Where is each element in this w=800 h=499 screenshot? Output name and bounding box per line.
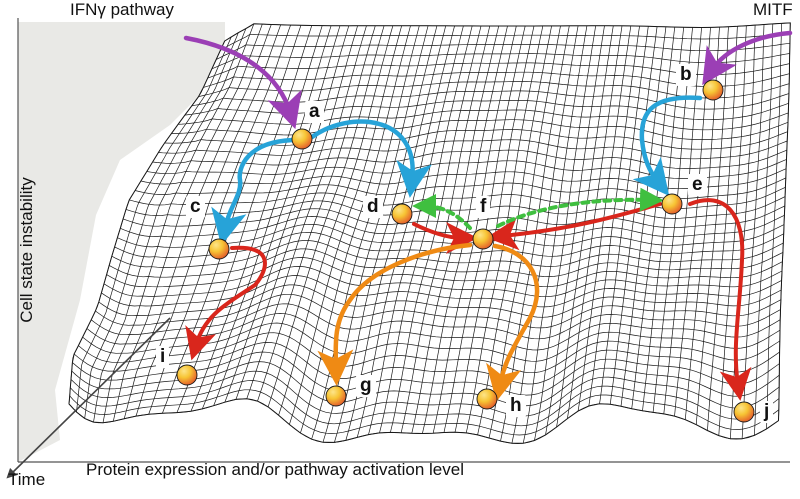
mesh-line xyxy=(718,25,747,436)
node-label-h: h xyxy=(506,395,526,417)
mesh-line xyxy=(674,27,711,417)
mesh-line xyxy=(567,25,623,419)
time-axis-label: Time xyxy=(8,470,46,489)
mesh-line xyxy=(695,26,729,425)
arrow-f-to-h xyxy=(486,243,540,402)
cell-state-ball-i xyxy=(176,364,198,386)
arrow-b-to-e xyxy=(632,95,703,197)
node-label-a: a xyxy=(305,101,324,123)
arrow-c-to-i xyxy=(185,245,267,361)
mesh-line xyxy=(534,25,597,441)
mesh-line xyxy=(766,23,782,429)
arrow-f-e-exchange xyxy=(496,187,664,228)
y-axis-label: Cell state instability xyxy=(17,177,36,323)
node-label-b: b xyxy=(676,64,696,86)
mesh-line xyxy=(556,25,614,428)
mesh-line xyxy=(123,24,272,419)
mesh-line xyxy=(609,26,658,405)
mesh-line xyxy=(278,25,394,416)
mesh-line xyxy=(84,32,239,419)
mesh-line xyxy=(663,27,702,414)
node-label-j: j xyxy=(760,401,774,423)
cell-state-ball-a xyxy=(291,128,313,150)
background-panel xyxy=(18,22,225,462)
ifn-pathway-label: IFNγ pathway xyxy=(70,0,174,19)
mesh-line xyxy=(102,23,255,423)
cell-state-ball-j xyxy=(733,401,755,423)
mesh-line xyxy=(741,24,765,439)
node-label-d: d xyxy=(363,196,383,218)
mesh-line xyxy=(201,25,332,410)
arrow-a-to-c xyxy=(211,137,301,246)
mesh-line xyxy=(684,27,720,420)
mesh-line xyxy=(522,25,588,444)
x-axis-label: Protein expression and/or pathway activa… xyxy=(86,460,464,479)
cell-state-ball-b xyxy=(702,79,724,101)
mesh-line xyxy=(707,26,738,431)
node-label-i: i xyxy=(156,346,170,368)
cell-state-ball-g xyxy=(325,385,347,407)
mesh-line xyxy=(267,25,385,408)
mesh-line xyxy=(620,26,667,407)
time-axis-arrow xyxy=(6,317,171,479)
transition-arrows xyxy=(183,30,793,402)
mesh-line xyxy=(235,25,358,400)
cell-state-balls xyxy=(176,79,755,423)
mesh-line xyxy=(356,25,455,438)
mesh-line xyxy=(753,23,774,436)
mesh-line xyxy=(257,25,376,402)
node-label-c: c xyxy=(186,196,205,218)
cell-state-ball-e xyxy=(661,193,683,215)
mesh-line xyxy=(379,25,473,433)
cell-state-ball-c xyxy=(208,238,230,260)
node-label-f: f xyxy=(476,196,491,218)
mesh-line xyxy=(545,25,605,435)
arrow-f-d-exchange xyxy=(412,194,472,230)
mesh-line xyxy=(112,23,263,422)
mesh-line xyxy=(135,24,282,417)
mesh-line xyxy=(511,25,579,444)
mesh-line xyxy=(368,25,464,435)
mesh-line xyxy=(652,27,693,413)
mesh-line xyxy=(642,27,685,411)
cell-state-ball-f xyxy=(472,228,494,250)
arrow-f-to-g xyxy=(317,242,473,386)
ifn-input-arrow xyxy=(183,35,302,130)
mesh-line xyxy=(93,28,247,423)
mesh-line xyxy=(577,25,632,412)
mesh-line xyxy=(68,40,226,405)
mesh-line xyxy=(76,36,232,413)
mesh-line xyxy=(599,26,649,404)
mesh-line xyxy=(778,22,791,421)
mesh-line xyxy=(289,25,403,425)
cell-state-ball-d xyxy=(391,203,413,225)
cell-state-ball-h xyxy=(476,388,498,410)
mesh-line xyxy=(246,25,367,399)
mesh-line xyxy=(588,26,640,407)
node-label-g: g xyxy=(356,375,376,397)
arrow-d-to-f xyxy=(412,221,478,254)
mesh-line xyxy=(400,25,491,433)
mesh-line xyxy=(224,25,350,403)
mesh-line xyxy=(213,25,341,406)
arrow-a-to-d xyxy=(309,119,433,198)
mesh-line xyxy=(345,25,447,441)
mitf-input-arrow xyxy=(702,30,793,86)
mitf-label: MITF xyxy=(753,0,793,19)
node-label-e: e xyxy=(688,174,707,196)
arrow-e-to-j xyxy=(688,198,752,401)
